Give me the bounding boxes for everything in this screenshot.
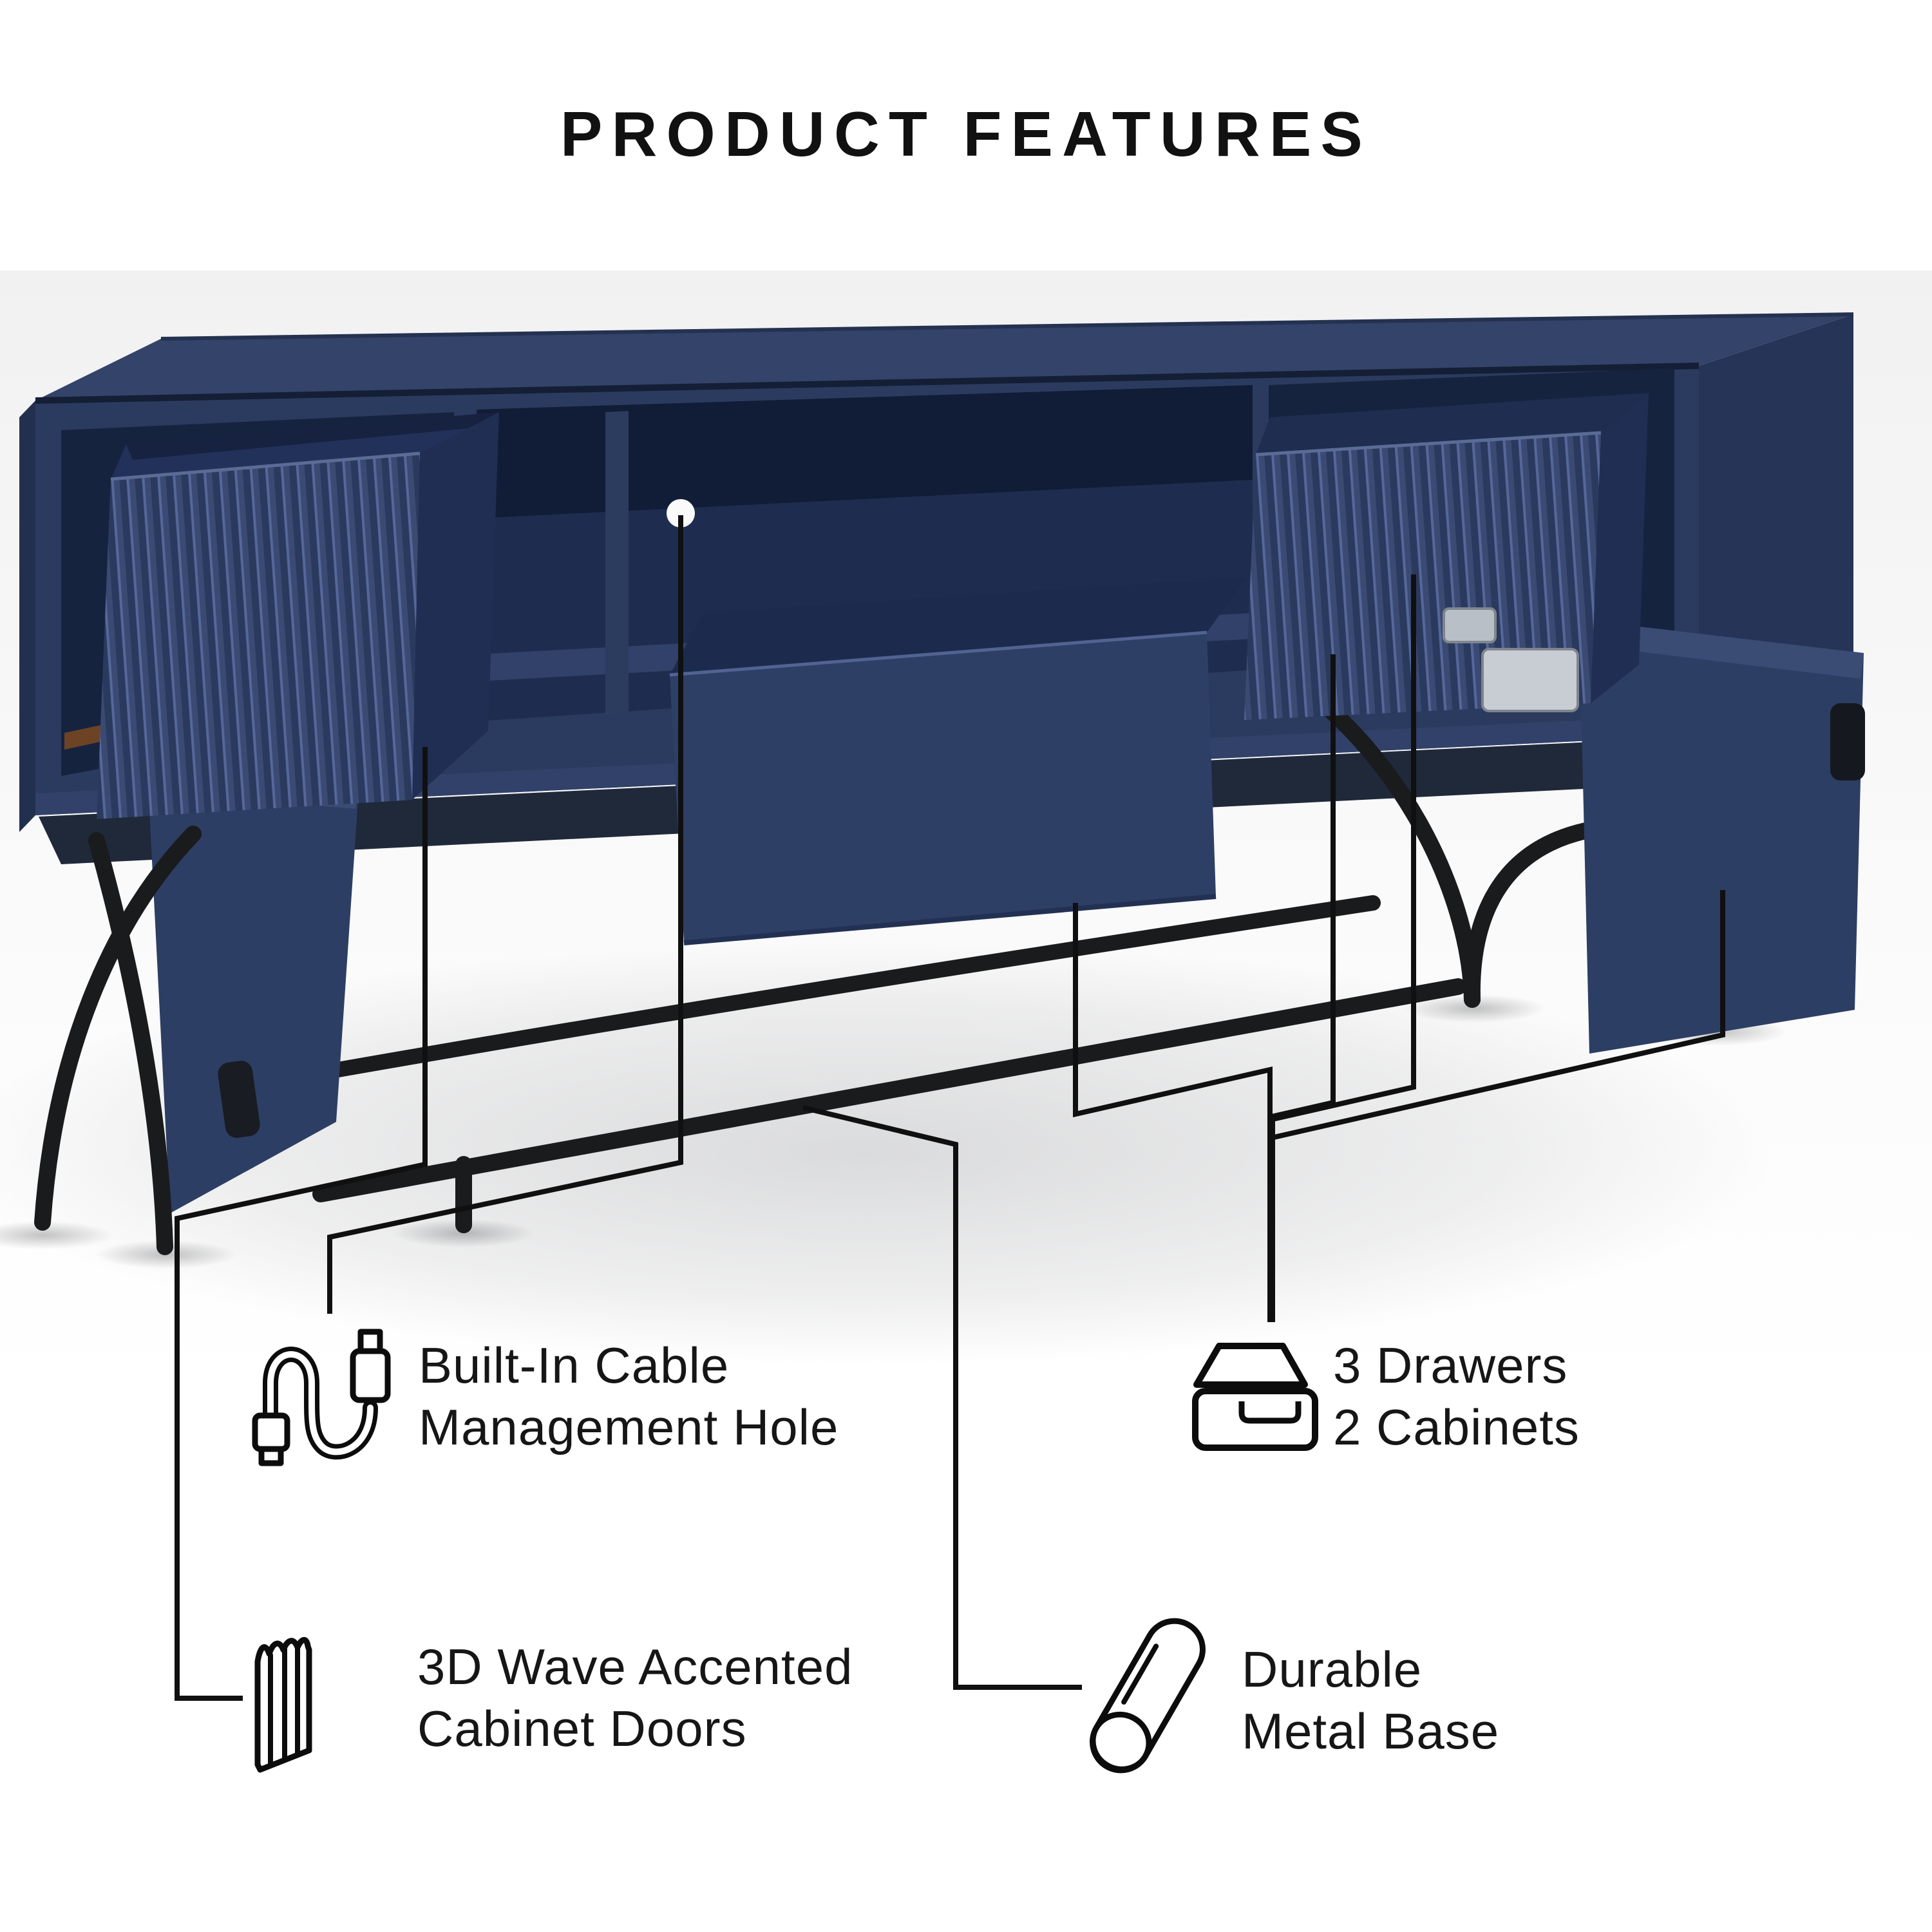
left-drawer [97,412,499,819]
right-door-hinge [1830,703,1865,781]
callout-wave-doors [175,747,428,1701]
feature-line: Management Hole [419,1399,839,1455]
cable-hole-dot [667,499,695,527]
callout-metal-base [802,1105,1082,1690]
feature-line: 3 Drawers [1333,1337,1568,1394]
callout-cable [327,515,683,1314]
feature-line: 3D Wave Accented [417,1638,853,1695]
cable-icon [252,1329,391,1466]
feature-line: 2 Cabinets [1333,1399,1580,1455]
feature-line: Built-In Cable [419,1337,730,1394]
drawer-hinge-hardware [1443,607,1497,643]
tv-stand [19,312,1865,1255]
feature-line: Cabinet Doors [417,1700,747,1757]
page-title: PRODUCT FEATURES [560,99,1372,169]
feature-label-drawers: 3 Drawers 2 Cabinets [1333,1334,1580,1458]
feature-label-wave: 3D Wave Accented Cabinet Doors [417,1636,853,1759]
left-door-hinge [218,1061,260,1138]
feature-label-base: Durable Metal Base [1242,1638,1499,1762]
callout-lines [175,499,1725,1701]
right-cabinet-door [1577,620,1865,1054]
right-drawer [1244,393,1649,720]
callout-right-drawer [1270,574,1416,1322]
drawer-icon [1192,1343,1318,1451]
feature-line: Metal Base [1242,1703,1500,1759]
callout-right-cabinet [1271,654,1336,1119]
feature-line: Durable [1242,1641,1423,1698]
metal-tube-icon [1090,1618,1206,1774]
callout-right-door [1273,890,1725,1140]
wave-panel-icon [254,1637,312,1773]
feature-label-cable: Built-In Cable Management Hole [419,1334,838,1458]
metal-base-front [34,826,1466,1255]
center-drawer [669,577,1247,945]
